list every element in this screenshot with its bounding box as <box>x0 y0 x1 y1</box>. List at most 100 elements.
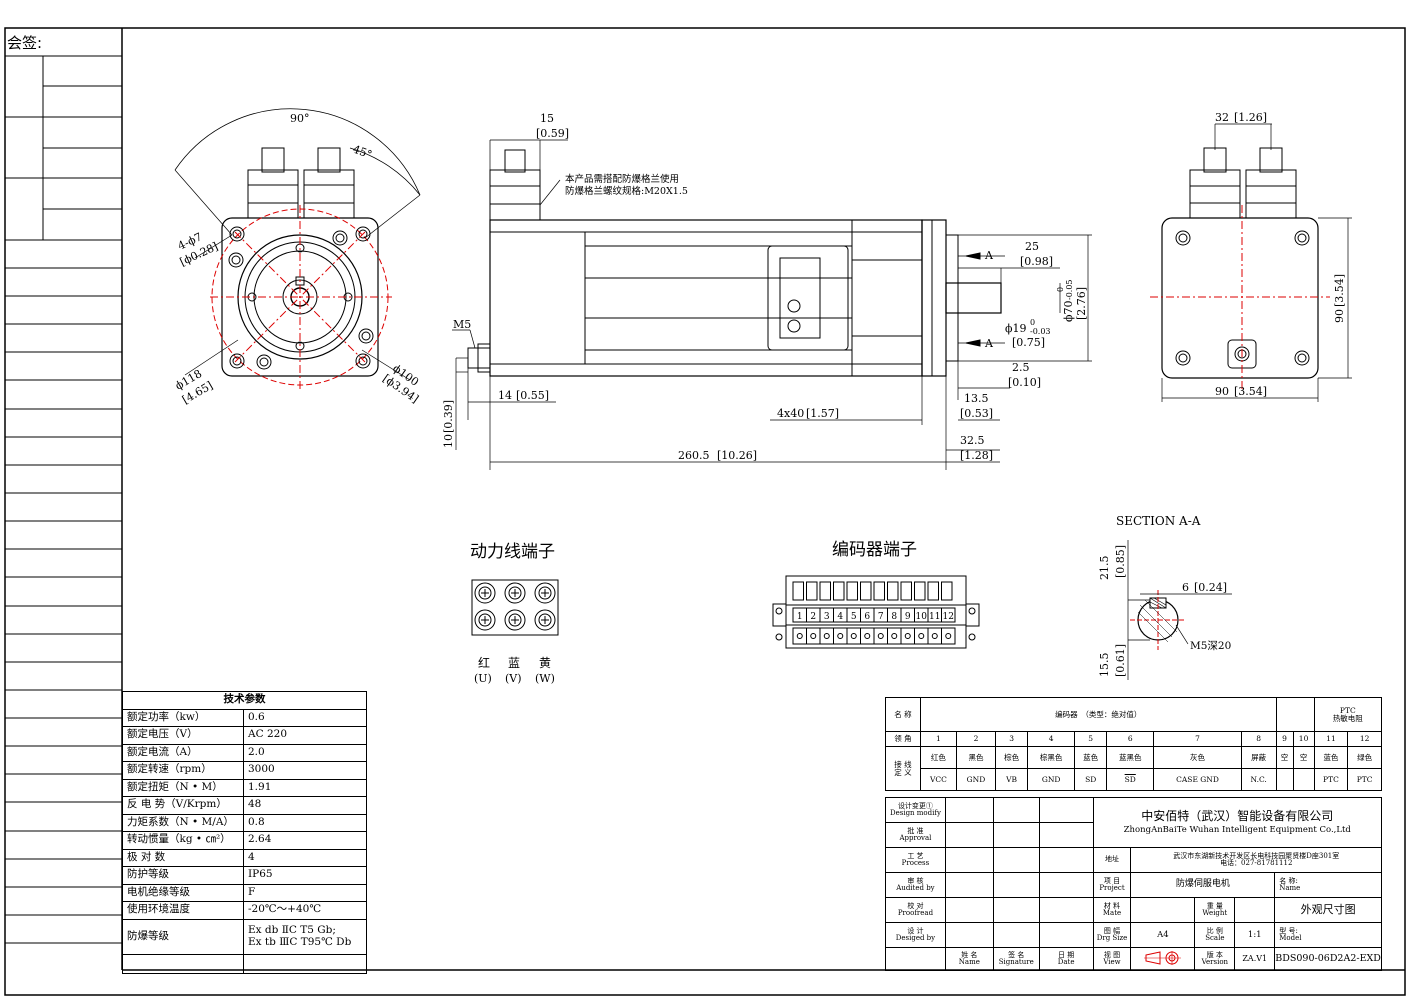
table-row: 使用环境温度-20℃～+40℃ <box>122 901 367 920</box>
def-label-line: 接 线 <box>894 759 912 769</box>
table-row: 额定扭矩（N • M）1.91 <box>122 778 367 797</box>
encoder-pin-screw-cell <box>927 627 942 645</box>
wire-signal-cell: CASE GND <box>1153 768 1242 791</box>
blank-cell <box>992 797 1040 823</box>
table-row: 额定电压（V）AC 220 <box>122 726 367 745</box>
blank-cell <box>992 872 1040 898</box>
wire-signal-cell: PTC <box>1313 768 1349 791</box>
encoder-pin-number: 6 <box>864 612 870 622</box>
wire-color-cell: 黑色 <box>955 746 997 769</box>
encoder-pin-screw-icon <box>904 633 911 639</box>
spec-key: 转动惯量（kg • ㎝²） <box>122 831 244 850</box>
encoder-pin-number: 10 <box>916 612 928 622</box>
spec-key: 额定扭矩（N • M） <box>122 778 244 797</box>
blank-cell <box>944 847 994 873</box>
rear-view <box>1150 123 1352 402</box>
design-modify-label-en: Design modify <box>889 809 941 817</box>
encoder-pin-screw-icon <box>837 633 844 639</box>
shaft-70-inch-label: [2.76] <box>1075 287 1088 320</box>
encoder-pin-screw-cell <box>846 627 861 645</box>
ex-rating-line-2: Ex tb ⅢC T95℃ Db <box>248 935 352 948</box>
design-modify-label: 设计变更① <box>897 801 933 810</box>
front-view-labels: 90° 45° 4-ϕ7 [ϕ0.28] ϕ118 [4.65] ϕ100 [ϕ… <box>173 112 421 407</box>
power-code-w: (W) <box>535 672 555 685</box>
dim-90-vertical-label: 90 <box>1333 309 1346 323</box>
wire-color-row: 接 线定 义 红色黑色棕色棕黑色蓝色蓝黑色灰色屏蔽空空蓝色绿色 <box>885 746 1382 791</box>
shaft-70-tol-bottom: -0.05 <box>1065 279 1074 300</box>
company-name-cn: 中安佰特（武汉）智能设备有限公司 <box>1141 809 1334 824</box>
table-row: 防爆等级 Ex db ⅡC T5 Gb;Ex tb ⅢC T95℃ Db <box>122 918 367 955</box>
dim-25-inch-label: [0.98] <box>1020 255 1053 268</box>
encoder-pin-number: 8 <box>891 612 897 622</box>
dim-32-5-inch-label: [1.28] <box>960 449 993 462</box>
encoder-pin-screw-icon <box>877 633 884 639</box>
blank-cell <box>992 897 1040 923</box>
phone-text: 电话：027-81781112 <box>1220 859 1293 867</box>
wire-color-cell: 棕色 <box>995 746 1029 769</box>
power-code-v: (V) <box>505 672 522 685</box>
encoder-pin-screw-icon <box>810 633 817 639</box>
proofread-label: 校 对 <box>907 901 924 910</box>
encoder-pin-screw-cell <box>900 627 915 645</box>
encoder-pin-top <box>860 581 872 601</box>
dim-4x40-label: 4x40 <box>777 407 804 420</box>
dim-10-label: 10 <box>442 434 455 448</box>
projection-symbol-cell <box>1130 947 1196 971</box>
dim-260-5-inch-label: [10.26] <box>717 449 757 462</box>
wire-signal-cell: PTC <box>1347 768 1382 791</box>
spec-value: IP65 <box>243 866 367 885</box>
ex-rating-line-1: Ex db ⅡC T5 Gb; <box>248 923 336 936</box>
rear-view-labels: 32 [1.26] 90 [3.54] 90 [3.54] <box>1215 111 1346 398</box>
shaft-19-label: ϕ19 <box>1005 322 1027 335</box>
encoder-pin-number: 3 <box>824 612 830 622</box>
encoder-pin-screw-cell <box>792 627 807 645</box>
wire-color-cell: 绿色 <box>1347 746 1382 769</box>
version-label: 版 本 <box>1206 950 1223 959</box>
wire-color-cell: 屏蔽 <box>1240 746 1277 769</box>
spec-empty-cell <box>243 953 367 974</box>
table-row: 反 电 势（V/Krpm）48 <box>122 796 367 815</box>
wire-pin-cell: 6 <box>1106 731 1155 747</box>
wire-pin-cell: 4 <box>1027 731 1076 747</box>
table-row: 力矩系数（N • M/A）0.8 <box>122 813 367 832</box>
spec-key: 电机绝缘等级 <box>122 883 244 902</box>
model-label-cell: 型 号:Model <box>1274 922 1382 948</box>
weight-value <box>1234 897 1276 923</box>
table-row: 额定转速（rpm）3000 <box>122 761 367 780</box>
wire-name-label: 名 称 <box>885 697 921 732</box>
dim-32-5-label: 32.5 <box>960 434 985 447</box>
spec-key: 防护等级 <box>122 866 244 885</box>
note-line-1: 本产品需搭配防爆格兰使用 <box>565 173 679 185</box>
wire-pin-cell: 11 <box>1313 731 1349 747</box>
blank-cell <box>1038 797 1094 823</box>
wire-signal-cell <box>1275 768 1294 791</box>
encoder-pin-screw-cell <box>887 627 902 645</box>
wire-def-label: 接 线定 义 <box>885 746 921 791</box>
wire-signal-cell: SD <box>1074 768 1108 791</box>
dim-10-inch-label: [0.39] <box>442 400 455 433</box>
spec-key: 极 对 数 <box>122 848 244 867</box>
section-title: SECTION A-A <box>1116 514 1201 528</box>
table-row: 额定功率（kw）0.6 <box>122 708 367 727</box>
view-label: 视 图 <box>1103 950 1121 959</box>
shaft-70-tol-top: 0 <box>1056 287 1065 292</box>
dim-32-inch-label: [1.26] <box>1234 111 1267 124</box>
version-value: ZA.V1 <box>1234 947 1276 971</box>
power-label-red: 红 <box>478 655 490 670</box>
encoder-pin-screw-cell <box>833 627 848 645</box>
wire-color-cell: 蓝色 <box>1313 746 1349 769</box>
countersign-label: 会签: <box>7 34 43 52</box>
wire-pin-cell: 10 <box>1292 731 1315 747</box>
blank-cell <box>1038 872 1094 898</box>
encoder-pin-number: 2 <box>810 612 816 622</box>
countersign-column: 会签: <box>5 28 122 970</box>
front-view <box>174 108 421 390</box>
encoder-pin-number: 1 <box>797 612 803 622</box>
wire-pin-cell: 2 <box>955 731 997 747</box>
